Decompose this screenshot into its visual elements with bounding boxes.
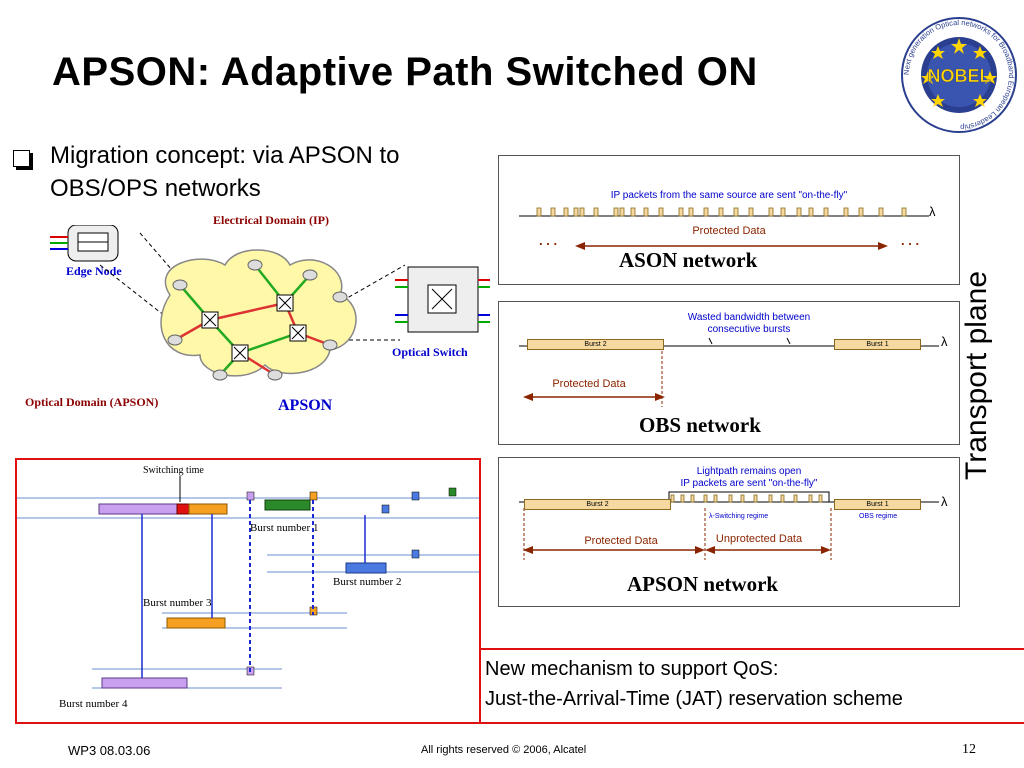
burst-number-4-label: Burst number 4 — [59, 698, 128, 710]
optical-domain-label: Optical Domain (APSON) — [25, 395, 159, 409]
apson-burst2: Burst 2 — [524, 499, 671, 510]
apson-switching-regime: λ-Switching regime — [709, 513, 769, 520]
obs-burst2: Burst 2 — [527, 339, 664, 350]
obs-lambda: λ — [941, 334, 948, 349]
electrical-domain-label: Electrical Domain (IP) — [213, 213, 329, 227]
qos-box: New mechanism to support QoS: Just-the-A… — [479, 648, 1024, 724]
apson-obs-regime: OBS regime — [859, 513, 898, 520]
page-number: 12 — [962, 742, 976, 757]
logo-wordmark: NOBEL — [928, 66, 991, 86]
ason-dots-right: . . . — [901, 233, 920, 248]
obs-burst1: Burst 1 — [834, 339, 921, 350]
switching-time-label: Switching time — [143, 465, 204, 476]
ason-dots-left: . . . — [539, 233, 558, 248]
apson-network-title: APSON network — [627, 572, 779, 596]
edge-node-label: Edge Node — [66, 264, 122, 278]
ason-caption: IP packets from the same source are sent… — [610, 190, 848, 201]
obs-caption-line1: Wasted bandwidth between — [687, 312, 811, 323]
optical-switch-label: Optical Switch — [392, 345, 468, 359]
obs-caption-line2: consecutive bursts — [707, 324, 791, 335]
nobel-logo: NOBEL Next generation Optical networks f… — [900, 16, 1018, 134]
ason-network-title: ASON network — [619, 248, 758, 272]
apson-cloud — [160, 249, 357, 377]
ason-protected-label: Protected Data — [692, 225, 766, 237]
ason-panel: IP packets from the same source are sent… — [498, 155, 960, 285]
edge-node-icon — [50, 225, 119, 262]
footer-left: WP3 08.03.06 — [68, 743, 151, 758]
network-cloud-diagram — [50, 225, 490, 381]
timing-diagram-svg — [17, 476, 479, 689]
apson-lambda: λ — [941, 494, 948, 509]
ason-lambda: λ — [929, 204, 936, 219]
optical-switch-icon — [395, 266, 490, 333]
apson-panel: Lightpath remains open IP packets are se… — [498, 457, 960, 607]
apson-caption-line1: Lightpath remains open — [696, 466, 802, 477]
burst-number-3-label: Burst number 3 — [143, 597, 212, 609]
slide-title: APSON: Adaptive Path Switched ON — [52, 50, 758, 94]
obs-panel: Wasted bandwidth between consecutive bur… — [498, 301, 960, 445]
qos-line1: New mechanism to support QoS: — [485, 658, 779, 680]
apson-burst1: Burst 1 — [834, 499, 921, 510]
bullet-checkbox-icon — [13, 150, 30, 167]
bullet-text-line1: Migration concept: via APSON to — [50, 142, 400, 169]
apson-unprotected-label: Unprotected Data — [715, 533, 803, 545]
burst-number-2-label: Burst number 2 — [333, 576, 402, 588]
qos-line2: Just-the-Arrival-Time (JAT) reservation … — [485, 688, 903, 710]
transport-plane-label: Transport plane — [960, 270, 993, 480]
bullet-text-line2: OBS/OPS networks — [50, 175, 261, 202]
apson-protected-label: Protected Data — [584, 535, 658, 547]
timing-diagram-box: Switching time Burst number 1 Burst numb… — [15, 458, 481, 724]
obs-protected-label: Protected Data — [552, 378, 626, 390]
apson-label: APSON — [278, 397, 333, 414]
burst-number-1-label: Burst number 1 — [250, 522, 319, 534]
apson-caption-line2: IP packets are sent "on-the-fly" — [680, 478, 818, 489]
footer-copyright: All rights reserved © 2006, Alcatel — [421, 744, 587, 756]
obs-network-title: OBS network — [639, 413, 761, 437]
